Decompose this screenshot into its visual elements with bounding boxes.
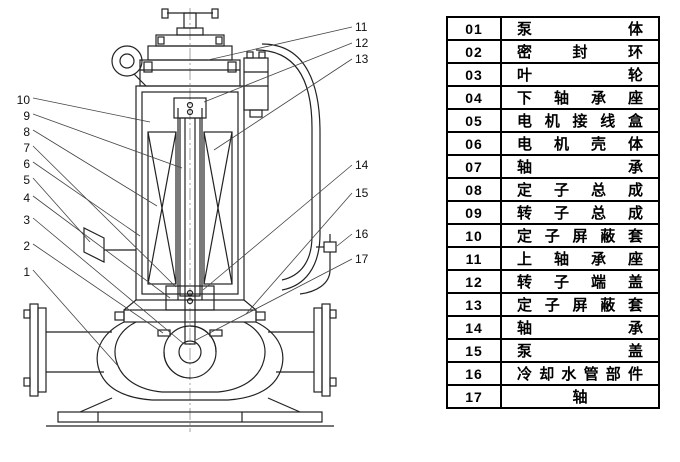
part-name: 上轴承座 (517, 251, 643, 268)
table-row: 10 定子屏蔽套 (446, 223, 660, 248)
part-number: 01 (446, 16, 502, 41)
part-name: 泵体 (517, 21, 643, 38)
part-number: 06 (446, 131, 502, 156)
table-row: 13 定子屏蔽套 (446, 292, 660, 317)
callout-11: 11 (355, 20, 368, 34)
parts-table: 01 泵体 02 密封环 03 叶轮 04 下轴承座 05 电机接线盒 06 电… (446, 16, 660, 409)
part-name: 电机壳体 (517, 136, 643, 153)
callout-1: 1 (23, 265, 30, 279)
callout-3: 3 (23, 213, 30, 227)
table-row: 02 密封环 (446, 39, 660, 64)
part-name: 电机接线盒 (517, 113, 643, 130)
callout-10: 10 (17, 93, 31, 107)
table-row: 05 电机接线盒 (446, 108, 660, 133)
callout-15: 15 (355, 186, 369, 200)
part-number: 04 (446, 85, 502, 110)
part-number: 02 (446, 39, 502, 64)
table-row: 03 叶轮 (446, 62, 660, 87)
table-row: 01 泵体 (446, 16, 660, 41)
part-number: 07 (446, 154, 502, 179)
part-number: 03 (446, 62, 502, 87)
table-row: 17 轴 (446, 384, 660, 409)
part-number: 09 (446, 200, 502, 225)
callout-14: 14 (355, 158, 369, 172)
part-number: 15 (446, 338, 502, 363)
part-name: 泵盖 (517, 343, 643, 360)
callout-5: 5 (23, 173, 30, 187)
callout-17: 17 (355, 252, 369, 266)
table-row: 15 泵盖 (446, 338, 660, 363)
part-number: 14 (446, 315, 502, 340)
part-name: 转子总成 (517, 205, 643, 222)
callout-9: 9 (23, 109, 30, 123)
callouts-left: 10 9 8 7 6 5 4 3 2 1 (17, 93, 31, 279)
part-number: 12 (446, 269, 502, 294)
pump-cross-section-diagram: 10 9 8 7 6 5 4 3 2 1 11 12 13 14 15 16 1… (17, 8, 369, 432)
callouts-right: 11 12 13 14 15 16 17 (355, 20, 369, 266)
part-name: 叶轮 (517, 67, 643, 84)
part-name: 轴 (572, 389, 588, 406)
part-name: 密封环 (517, 44, 643, 61)
part-name: 转子端盖 (517, 274, 643, 291)
callout-6: 6 (23, 157, 30, 171)
part-number: 08 (446, 177, 502, 202)
callout-12: 12 (355, 36, 369, 50)
part-name: 轴承 (517, 320, 643, 337)
callout-13: 13 (355, 52, 369, 66)
table-row: 14 轴承 (446, 315, 660, 340)
part-number: 16 (446, 361, 502, 386)
table-row: 09 转子总成 (446, 200, 660, 225)
part-number: 10 (446, 223, 502, 248)
part-name: 冷却水管部件 (517, 366, 643, 383)
callout-8: 8 (23, 125, 30, 139)
table-row: 11 上轴承座 (446, 246, 660, 271)
part-name: 轴承 (517, 159, 643, 176)
part-number: 13 (446, 292, 502, 317)
table-row: 06 电机壳体 (446, 131, 660, 156)
pump-figure: 10 9 8 7 6 5 4 3 2 1 11 12 13 14 15 16 1… (17, 8, 369, 432)
leader-lines (32, 26, 353, 367)
part-number: 11 (446, 246, 502, 271)
callout-16: 16 (355, 227, 369, 241)
part-number: 17 (446, 384, 502, 409)
table-row: 08 定子总成 (446, 177, 660, 202)
part-name: 定子屏蔽套 (517, 297, 643, 314)
callout-4: 4 (23, 191, 30, 205)
table-row: 04 下轴承座 (446, 85, 660, 110)
table-row: 07 轴承 (446, 154, 660, 179)
part-name: 定子屏蔽套 (517, 228, 643, 245)
table-row: 16 冷却水管部件 (446, 361, 660, 386)
callout-2: 2 (23, 239, 30, 253)
table-row: 12 转子端盖 (446, 269, 660, 294)
part-name: 下轴承座 (517, 90, 643, 107)
part-name: 定子总成 (517, 182, 643, 199)
callout-7: 7 (23, 141, 30, 155)
part-number: 05 (446, 108, 502, 133)
